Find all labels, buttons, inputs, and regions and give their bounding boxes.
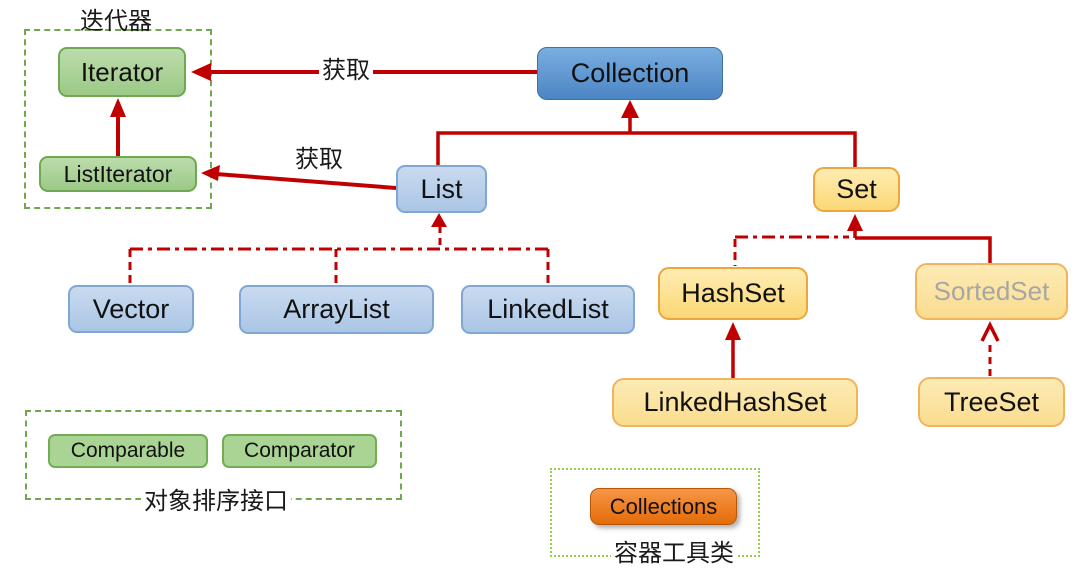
node-comparable: Comparable	[48, 434, 208, 468]
arrowhead-iterator-up	[110, 98, 126, 117]
node-linkedlist: LinkedList	[461, 285, 635, 334]
node-linkedhashset: LinkedHashSet	[612, 378, 858, 427]
node-sortedset: SortedSet	[915, 263, 1068, 320]
line-set-subtree	[853, 227, 992, 263]
node-vector: Vector	[68, 285, 194, 333]
node-collection: Collection	[537, 47, 723, 100]
arrowhead-iterator	[191, 63, 211, 81]
node-arraylist: ArrayList	[239, 285, 434, 334]
arrowhead-list-up	[431, 213, 447, 227]
sorting-group-label: 对象排序接口	[141, 489, 291, 516]
open-arrowhead-sortedset	[980, 321, 1000, 342]
node-treeset: TreeSet	[918, 377, 1065, 427]
line-collection-tree	[436, 131, 857, 167]
node-hashset: HashSet	[658, 267, 808, 320]
acquire-label-collection: 获取	[319, 58, 373, 85]
node-collections: Collections	[590, 488, 737, 525]
arrow-list-to-listiterator	[215, 172, 397, 190]
arrowhead-collection-up	[621, 100, 639, 118]
iterator-group-box	[24, 29, 212, 209]
arrowhead-set-up	[847, 214, 863, 231]
node-comparator: Comparator	[222, 434, 377, 468]
arrowhead-hashset-up	[725, 322, 741, 340]
acquire-label-list: 获取	[292, 147, 346, 174]
node-list: List	[396, 165, 487, 213]
node-set: Set	[813, 167, 900, 212]
iterator-group-label: 迭代器	[80, 9, 152, 35]
arrowhead-listiterator	[201, 165, 220, 181]
node-iterator: Iterator	[58, 47, 186, 97]
utility-group-label: 容器工具类	[611, 541, 737, 568]
node-listiterator: ListIterator	[39, 156, 197, 192]
